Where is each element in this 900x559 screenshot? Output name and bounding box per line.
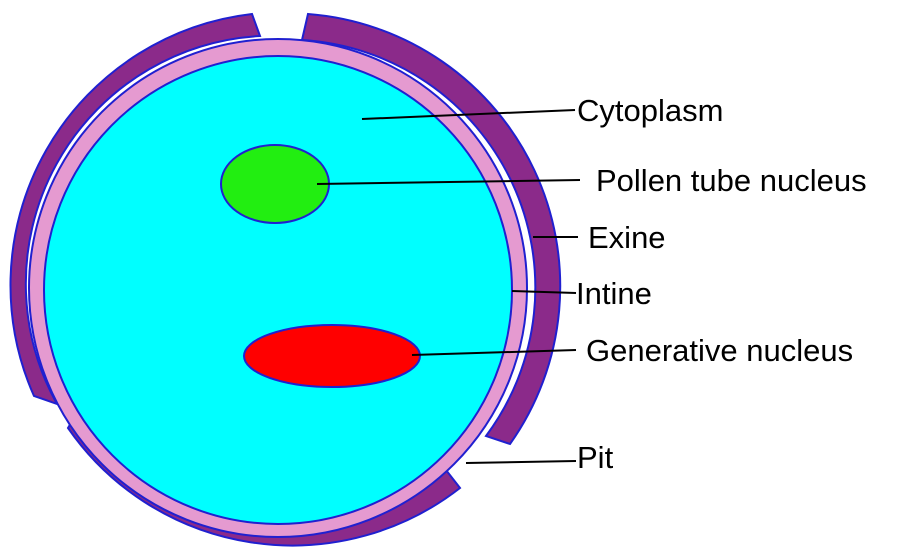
label-pit: Pit <box>577 440 614 475</box>
pollen-tube-nucleus <box>221 145 329 223</box>
label-generative-nucleus: Generative nucleus <box>586 333 853 368</box>
label-exine: Exine <box>588 220 666 255</box>
leader-line-pit <box>466 461 576 463</box>
labels: Cytoplasm Pollen tube nucleus Exine Inti… <box>576 93 867 475</box>
label-intine: Intine <box>576 276 652 311</box>
label-cytoplasm: Cytoplasm <box>577 93 723 128</box>
cytoplasm-region <box>44 56 512 524</box>
label-pollen-tube-nucleus: Pollen tube nucleus <box>596 163 867 198</box>
generative-nucleus <box>244 325 420 387</box>
